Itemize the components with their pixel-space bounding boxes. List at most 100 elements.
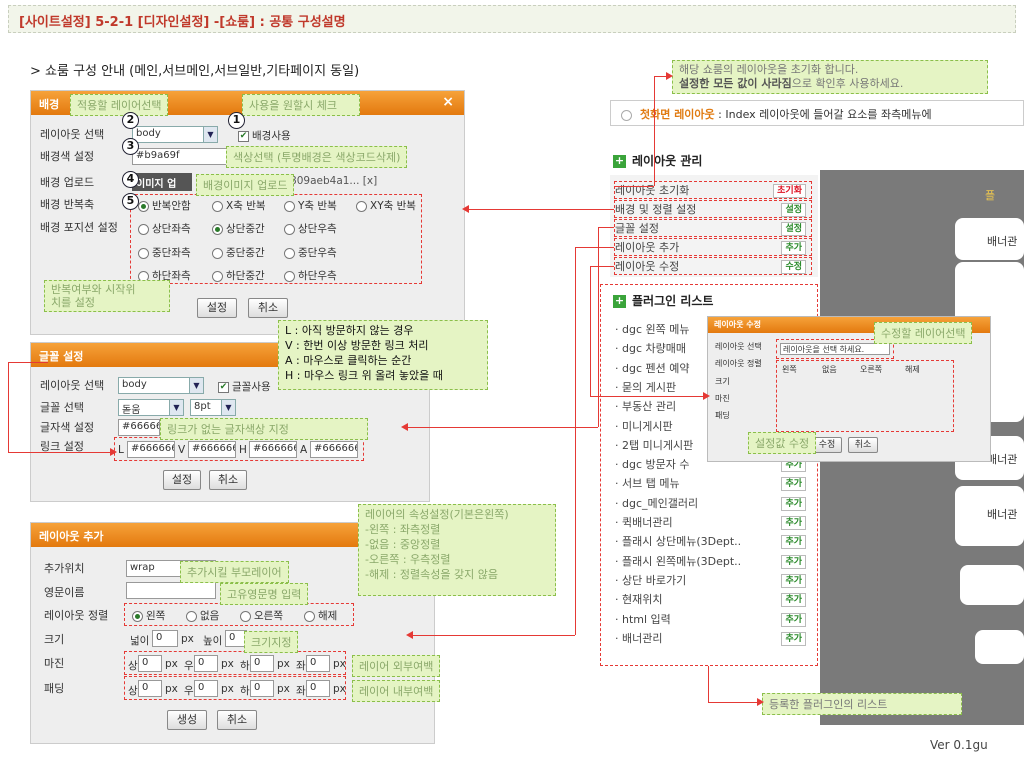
note-plugin-list: 등록한 플러그인의 리스트 [762, 693, 962, 715]
pos-radio[interactable]: 하단좌측 [138, 268, 191, 283]
popup-cancel-button[interactable]: 취소 [848, 437, 878, 453]
link-H-input[interactable]: #666666 [249, 441, 297, 458]
plugin-add-tag[interactable]: 추가 [781, 496, 806, 511]
align-clear-radio[interactable]: 해제 [304, 608, 337, 623]
create-button[interactable]: 생성 [167, 710, 207, 730]
font-size-select[interactable]: 8pt▼ [190, 399, 236, 416]
font-cancel-button[interactable]: 취소 [209, 470, 247, 490]
popup-align-clear[interactable]: 해제 [905, 365, 920, 374]
link-V-input[interactable]: #666666 [188, 441, 236, 458]
close-icon[interactable]: × [442, 94, 454, 110]
px-unit: px [165, 683, 178, 695]
bg-cancel-button[interactable]: 취소 [248, 298, 288, 318]
popup-align-left[interactable]: 왼쪽 [782, 365, 797, 374]
add-tag[interactable]: 추가 [781, 241, 806, 255]
set-tag[interactable]: 설정 [781, 222, 806, 236]
set-tag[interactable]: 설정 [781, 203, 806, 217]
bg-color-input[interactable]: #b9a69f [132, 148, 232, 165]
pos-radio[interactable]: 하단우측 [284, 268, 337, 283]
padding-right-input[interactable]: 0 [194, 680, 218, 697]
page-header: [사이트설정] 5-2-1 [디자인설정] -[쇼룸] : 공통 구성설명 [8, 5, 1016, 33]
label-size: 크기 [44, 633, 65, 646]
repeat-xy-radio[interactable]: XY축 반복 [356, 198, 416, 213]
margin-bottom-input[interactable]: 0 [250, 655, 274, 672]
pos-radio[interactable]: 중단중간 [212, 245, 265, 260]
height-label: 높이 [203, 635, 223, 647]
pos-radio[interactable]: 상단중간 [212, 221, 265, 236]
popup-select-highlight [776, 339, 894, 359]
popup-align-right[interactable]: 오른쪽 [860, 365, 883, 374]
padding-highlight [124, 676, 346, 700]
plugin-add-tag[interactable]: 추가 [781, 554, 806, 569]
bg-layout-select[interactable]: body▼ [132, 126, 218, 143]
label-bg-position: 배경 포지션 설정 [40, 221, 118, 234]
label-bg-repeat: 배경 반복축 [40, 198, 95, 211]
align-none-radio[interactable]: 없음 [186, 608, 219, 623]
margin-top-input[interactable]: 0 [138, 655, 162, 672]
modify-tag[interactable]: 수정 [781, 260, 806, 274]
pos-radio[interactable]: 중단좌측 [138, 245, 191, 260]
add-eng-name-input[interactable] [126, 582, 216, 599]
align-left-radio[interactable]: 왼쪽 [132, 608, 165, 623]
link-L-input[interactable]: #666666 [127, 441, 175, 458]
font-color-input[interactable]: #666666 [118, 419, 160, 436]
bg-upload-button[interactable]: 이미지 업 [132, 173, 192, 191]
font-use-checkbox[interactable]: ✔글꼴사용 [218, 379, 271, 394]
link-V-label: V [178, 444, 186, 456]
pos-radio[interactable]: 상단좌측 [138, 221, 191, 236]
plugin-add-tag[interactable]: 추가 [781, 535, 806, 550]
align-option-label: 없음 [200, 610, 220, 622]
padding-top-input[interactable]: 0 [138, 680, 162, 697]
popup-align-none[interactable]: 없음 [822, 365, 837, 374]
pos-radio[interactable]: 중단우측 [284, 245, 337, 260]
link-A-input[interactable]: #666666 [310, 441, 358, 458]
padding-top-label: 상 [128, 685, 138, 697]
reset-tag[interactable]: 초기화 [773, 184, 806, 198]
font-family-select[interactable]: 돋움▼ [118, 399, 184, 416]
plugin-add-tag[interactable]: 추가 [781, 593, 806, 608]
plugin-add-tag[interactable]: 추가 [781, 573, 806, 588]
align-right-radio[interactable]: 오른쪽 [240, 608, 283, 623]
repeat-x-radio[interactable]: X축 반복 [212, 198, 266, 213]
popup-save-button[interactable]: 수정 [812, 437, 842, 453]
plugin-item[interactable]: · 플래시 상단메뉴(3Dept..추가 [615, 533, 810, 552]
plugin-add-tag[interactable]: 추가 [781, 516, 806, 530]
pos-radio[interactable]: 상단우측 [284, 221, 337, 236]
plugin-item[interactable]: · 플래시 왼쪽메뉴(3Dept..추가 [615, 553, 810, 572]
font-layout-select[interactable]: body▼ [118, 377, 204, 394]
repeat-option-label: Y축 반복 [298, 200, 337, 212]
radio-icon [304, 610, 315, 622]
margin-top-label: 상 [128, 660, 138, 672]
repeat-y-radio[interactable]: Y축 반복 [284, 198, 337, 213]
popup-layout-select[interactable]: 레이아웃을 선택 하세요. [780, 343, 890, 355]
padding-left-input[interactable]: 0 [306, 680, 330, 697]
repeat-none-radio[interactable]: 반복안함 [138, 198, 191, 213]
radio-icon [138, 200, 149, 212]
bg-use-checkbox[interactable]: ✔배경사용 [238, 128, 291, 143]
plugin-add-tag[interactable]: 추가 [781, 612, 806, 627]
font-save-button[interactable]: 설정 [163, 470, 201, 490]
pos-radio[interactable]: 하단중간 [212, 268, 265, 283]
margin-left-input[interactable]: 0 [306, 655, 330, 672]
width-input[interactable]: 0 [152, 630, 178, 647]
add-cancel-button[interactable]: 취소 [217, 710, 257, 730]
plugin-add-tag[interactable]: 추가 [781, 477, 806, 492]
padding-bottom-input[interactable]: 0 [250, 680, 274, 697]
bg-save-button[interactable]: 설정 [197, 298, 237, 318]
popup-label-align: 레이아웃 정렬 [715, 359, 762, 368]
plugin-add-tag[interactable]: 추가 [781, 631, 806, 646]
margin-right-input[interactable]: 0 [194, 655, 218, 672]
